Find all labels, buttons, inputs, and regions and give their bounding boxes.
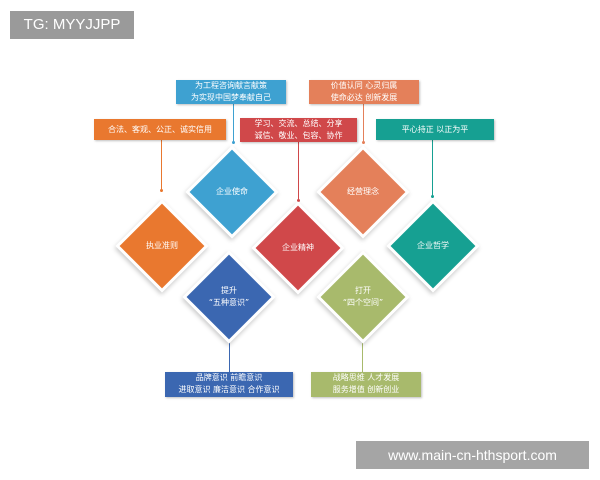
label-text: 合法、客观、公正、诚实信用 xyxy=(108,125,212,134)
connector-dot-values xyxy=(362,141,365,144)
connector-spirit xyxy=(298,142,299,202)
diamond-label-enterprise-spirit: 企业精神 xyxy=(253,242,343,254)
label-text: 为工程咨询献言献策 xyxy=(195,81,267,90)
diamond-label-business-philosophy: 经营理念 xyxy=(318,186,408,198)
connector-values xyxy=(363,104,364,144)
connector-awareness xyxy=(229,338,230,372)
label-text: 价值认同 心灵归属 xyxy=(330,81,398,90)
connector-standard xyxy=(161,140,162,192)
label-spaces: 战略思维 人才发展 服务增值 创新创业 xyxy=(311,372,421,397)
diamond-label-four-spaces: 打开 “四个空间” xyxy=(318,285,408,309)
diamond-text: “五种意识” xyxy=(208,298,250,307)
connector-spaces xyxy=(362,338,363,372)
label-text: 平心持正 以正为平 xyxy=(401,125,469,134)
diamond-label-enterprise-philosophy: 企业哲学 xyxy=(388,240,478,252)
diamond-text: 经营理念 xyxy=(347,187,379,196)
label-philosophy: 平心持正 以正为平 xyxy=(376,119,494,140)
label-text: 进取意识 廉洁意识 合作意识 xyxy=(178,385,280,394)
label-awareness: 品牌意识 前瞻意识 进取意识 廉洁意识 合作意识 xyxy=(165,372,293,397)
url-banner: www.main-cn-hthsport.com xyxy=(356,441,589,469)
label-standard: 合法、客观、公正、诚实信用 xyxy=(94,119,226,140)
diamond-text: 打开 xyxy=(355,286,371,295)
diamond-text: 企业哲学 xyxy=(417,241,449,250)
label-text: 为实现中国梦奉献自己 xyxy=(191,93,271,102)
diamond-label-five-awareness: 提升 “五种意识” xyxy=(184,285,274,309)
label-text: 使命必达 创新发展 xyxy=(330,93,398,102)
label-text: 服务增值 创新创业 xyxy=(332,385,400,394)
diamond-text: “四个空间” xyxy=(342,298,384,307)
label-text: 品牌意识 前瞻意识 xyxy=(195,373,263,382)
label-text: 诚信、敬业、包容、协作 xyxy=(254,131,343,140)
connector-dot-mission xyxy=(232,141,235,144)
label-values: 价值认同 心灵归属 使命必达 创新发展 xyxy=(309,80,419,104)
watermark-badge: TG: MYYJJPP xyxy=(10,11,134,39)
diamond-text: 执业准则 xyxy=(146,241,178,250)
connector-mission xyxy=(233,104,234,144)
connector-dot-spirit xyxy=(297,199,300,202)
label-text: 学习、交流、总结、分享 xyxy=(254,119,343,128)
diamond-text: 企业使命 xyxy=(216,187,248,196)
label-mission: 为工程咨询献言献策 为实现中国梦奉献自己 xyxy=(176,80,286,104)
connector-dot-philosophy xyxy=(431,195,434,198)
label-text: 战略思维 人才发展 xyxy=(332,373,400,382)
diamond-text: 企业精神 xyxy=(282,243,314,252)
connector-dot-standard xyxy=(160,189,163,192)
label-spirit: 学习、交流、总结、分享 诚信、敬业、包容、协作 xyxy=(240,118,357,142)
diamond-label-practice-standard: 执业准则 xyxy=(117,240,207,252)
diamond-text: 提升 xyxy=(221,286,237,295)
diamond-label-enterprise-mission: 企业使命 xyxy=(187,186,277,198)
connector-philosophy xyxy=(432,140,433,198)
